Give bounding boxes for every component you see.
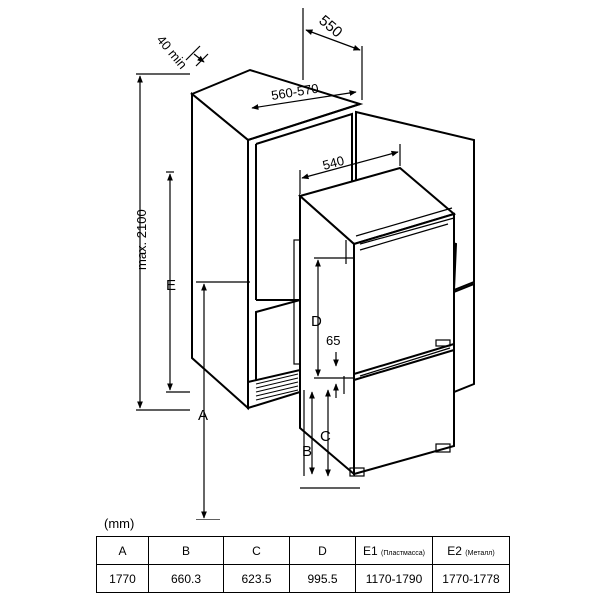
dim-label-A: A xyxy=(198,407,208,424)
dim-label-B: B xyxy=(302,443,312,460)
units-label: (mm) xyxy=(104,516,135,531)
dim-label-C: C xyxy=(320,428,331,445)
table-cell: 1170-1790 xyxy=(355,564,433,593)
dim-label-550: 550 xyxy=(315,12,345,41)
dim-label-560-570: 560-570 xyxy=(270,81,319,103)
table-header-cell: A xyxy=(96,536,149,565)
dimension-lines xyxy=(136,8,401,520)
table-header-row: A B C D E1 (Пластмасса) E2 (Металл) xyxy=(96,536,510,565)
cabinet-door-lower xyxy=(453,282,475,394)
table-cell: 995.5 xyxy=(289,564,356,593)
table-header-cell: D xyxy=(289,536,356,565)
table-cell: 623.5 xyxy=(223,564,290,593)
table-header-cell: E2 (Металл) xyxy=(432,536,510,565)
dim-label-E: E xyxy=(166,277,176,294)
table-cell: 1770-1778 xyxy=(432,564,510,593)
table-header-cell: C xyxy=(223,536,290,565)
appliance-details xyxy=(293,207,455,477)
dim-label-540: 540 xyxy=(321,153,346,173)
installation-diagram: 40 min 550 560-570 540 max. 2100 E D 65 … xyxy=(134,8,475,520)
dim-label-40min: 40 min xyxy=(154,32,191,72)
table-cell: 1770 xyxy=(96,564,149,593)
dim-label-65: 65 xyxy=(326,333,340,348)
dim-label-max2100: max. 2100 xyxy=(134,209,149,270)
table-cell: 660.3 xyxy=(148,564,224,593)
appliance-body xyxy=(297,166,457,477)
table-row: 1770 660.3 623.5 995.5 1170-1790 1770-17… xyxy=(96,564,510,593)
table-header-cell: E1 (Пластмасса) xyxy=(355,536,433,565)
dimensions-table: A B C D E1 (Пластмасса) E2 (Металл) 1770… xyxy=(96,536,510,593)
table-header-cell: B xyxy=(148,536,224,565)
vent-grille xyxy=(255,373,299,401)
dim-label-D: D xyxy=(311,313,322,330)
